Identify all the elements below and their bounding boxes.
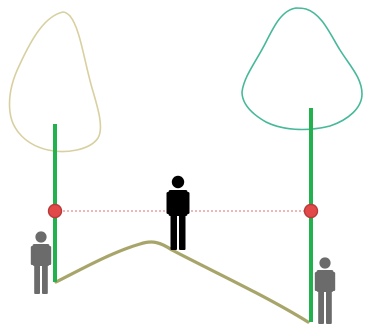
terrain-line: [56, 242, 308, 322]
person-standing-icon: [315, 257, 335, 324]
right-tree-crown-outline: [242, 8, 362, 129]
person-standing-icon: [31, 231, 51, 294]
person-standing-icon: [167, 176, 190, 250]
right-marker: [305, 205, 318, 218]
left-marker: [49, 205, 62, 218]
